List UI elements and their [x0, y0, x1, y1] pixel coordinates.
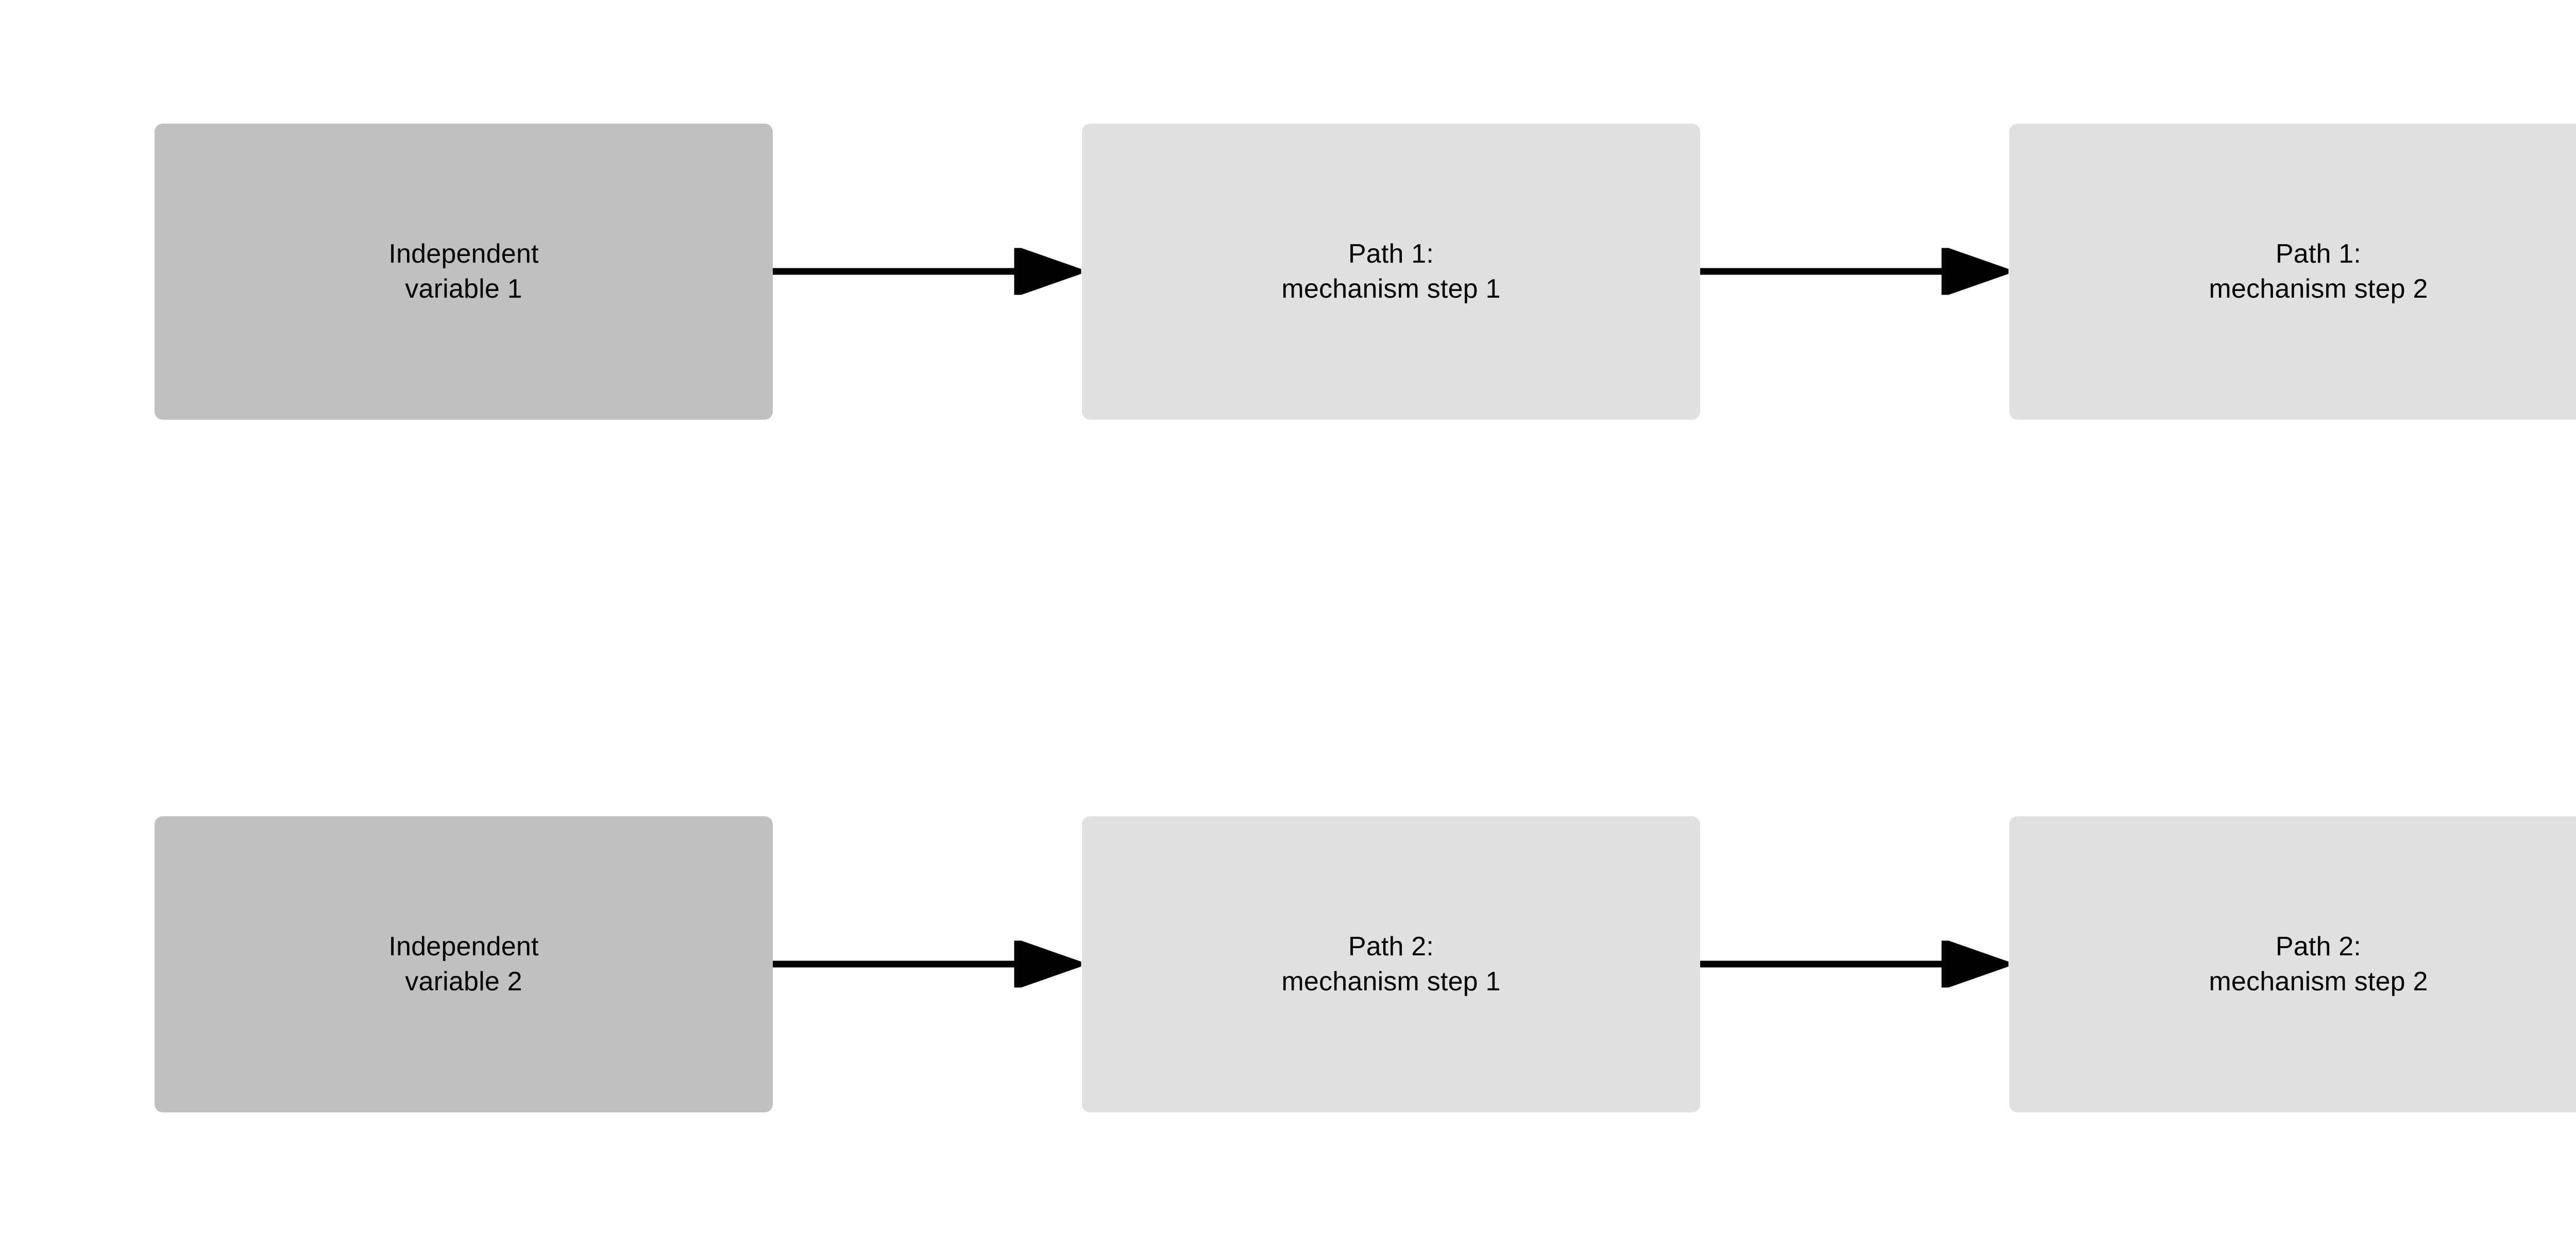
node-independent-variable-1[interactable]: Independent variable 1 [155, 124, 773, 420]
node-path1-mechanism-step-2[interactable]: Path 1: mechanism step 2 [2009, 124, 2576, 420]
node-path1-mechanism-step-1[interactable]: Path 1: mechanism step 1 [1082, 124, 1700, 420]
node-path2-mechanism-step-1[interactable]: Path 2: mechanism step 1 [1082, 816, 1700, 1112]
node-path2-mechanism-step-2[interactable]: Path 2: mechanism step 2 [2009, 816, 2576, 1112]
node-independent-variable-2[interactable]: Independent variable 2 [155, 816, 773, 1112]
